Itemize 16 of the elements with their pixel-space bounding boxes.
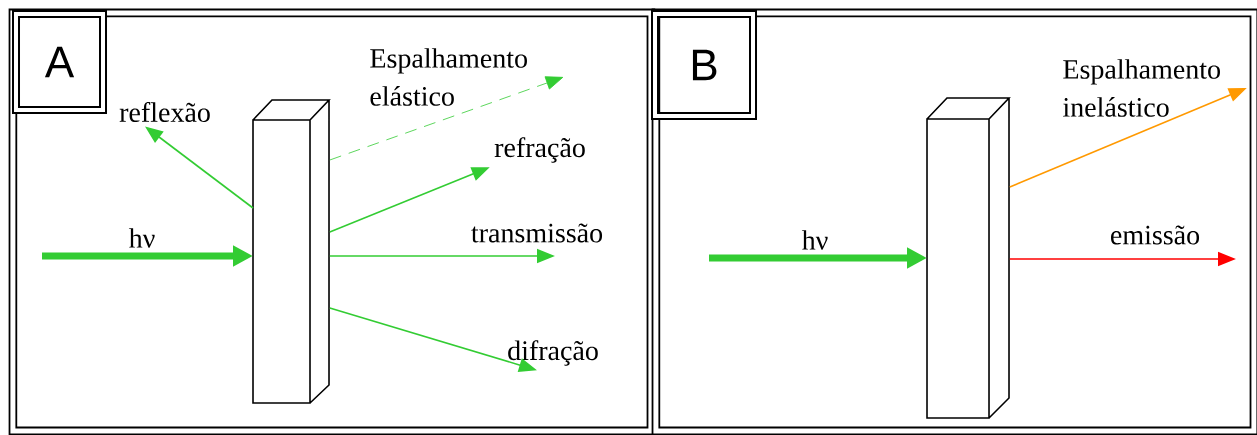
text-label: reflexão <box>119 102 210 122</box>
edge-label: hν <box>128 228 155 248</box>
arrow <box>329 76 564 161</box>
label-box: A <box>12 10 107 114</box>
slab-drawing <box>926 97 1011 419</box>
text-label: Espalhamento elástico <box>370 48 527 106</box>
edge-label: transmissão <box>471 223 603 243</box>
text-label: refração <box>494 137 585 163</box>
slab-drawing <box>252 99 331 404</box>
panel-frame <box>651 8 1257 435</box>
edge-label: emissão <box>1111 225 1200 245</box>
text-label: difração <box>508 340 598 366</box>
label-box: B <box>651 10 757 120</box>
text-label: Espalhamento inelástico <box>1063 59 1220 117</box>
edge-label: hν <box>801 230 828 250</box>
arrow <box>145 126 254 209</box>
